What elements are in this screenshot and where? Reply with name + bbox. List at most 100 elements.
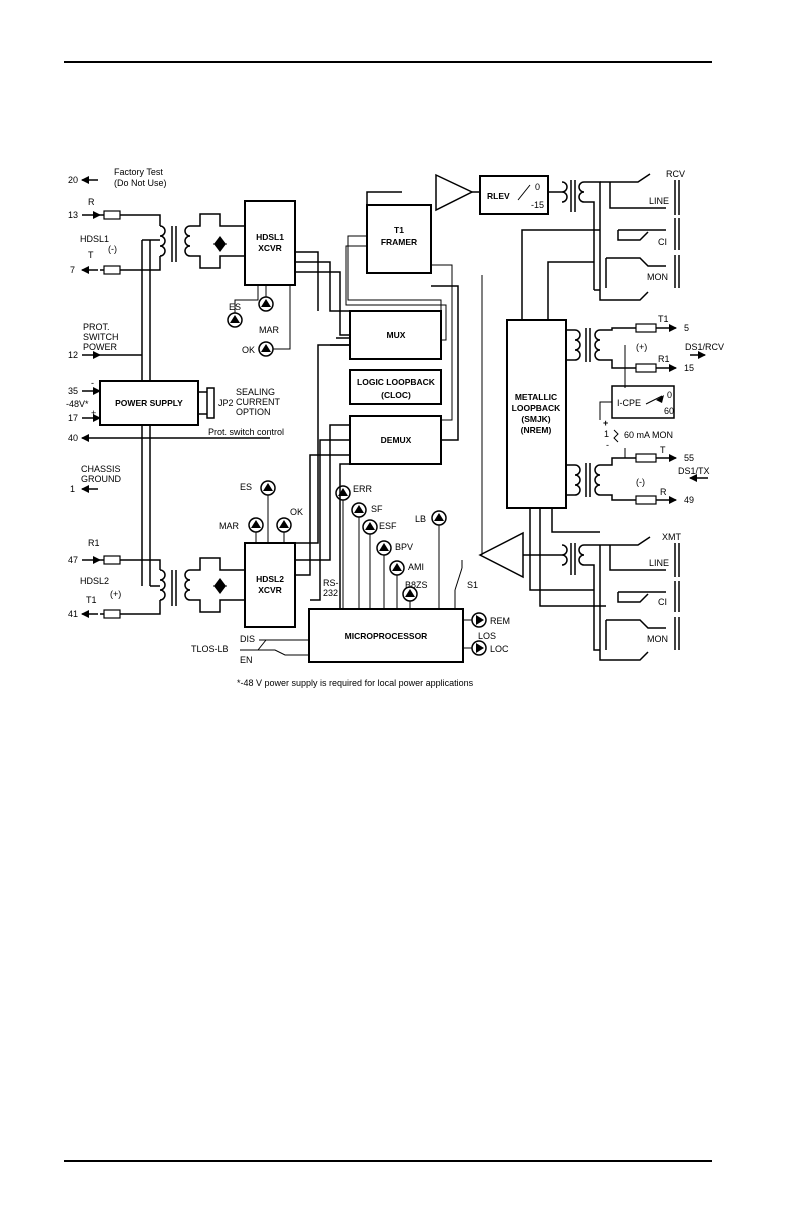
hdsl2-es-label: ES	[240, 482, 252, 492]
mon-plus: +	[603, 418, 608, 428]
pin-5: 5	[684, 323, 689, 333]
mux-block	[349, 310, 442, 360]
hdsl2-mar-label: MAR	[219, 521, 240, 531]
t1-framer-line1: T1	[394, 225, 404, 235]
ground-label: GROUND	[81, 474, 121, 484]
hdsl1-polarity: (-)	[108, 244, 117, 254]
pin-13: 13	[68, 210, 78, 220]
t1-framer-block	[366, 204, 432, 274]
pin-47: 47	[68, 555, 78, 565]
t1-label: T1	[86, 595, 97, 605]
factory-test-label: Factory Test	[114, 167, 163, 177]
pin-41: 41	[68, 609, 78, 619]
r-label: R	[88, 197, 95, 207]
prot-label: PROT.	[83, 322, 110, 332]
hdsl2-transformer	[159, 557, 245, 613]
t1-framer-line2: FRAMER	[381, 237, 417, 247]
s1-label: S1	[467, 580, 478, 590]
pin-12: 12	[68, 350, 78, 360]
ps-plus: +	[91, 408, 96, 418]
footer-rule	[64, 1160, 712, 1162]
hdsl1-xcvr-line1: HDSL1	[256, 232, 284, 242]
icpe-zero: 0	[667, 390, 672, 400]
logic-loopback-line2: (CLOC)	[381, 390, 411, 400]
hdsl1-mar-label: MAR	[259, 325, 280, 335]
hdsl2-ok-label: OK	[290, 507, 303, 517]
pin-55: 55	[684, 453, 694, 463]
pin-35: 35	[68, 386, 78, 396]
rem-label: REM	[490, 616, 510, 626]
rlev-minus15: -15	[531, 200, 544, 210]
ds1-rcv-polarity: (+)	[636, 342, 647, 352]
footnote: *-48 V power supply is required for loca…	[237, 678, 474, 688]
xmt-transformer	[561, 536, 666, 661]
hdsl1-transformer	[159, 213, 245, 269]
pin-1: 1	[70, 484, 75, 494]
s1-switch	[454, 560, 463, 609]
rlev-block	[479, 175, 549, 215]
loc-label: LOC	[490, 644, 509, 654]
prot-switch-control-label: Prot. switch control	[208, 427, 284, 437]
rcv-label: RCV	[666, 169, 685, 179]
do-not-use-label: (Do Not Use)	[114, 178, 167, 188]
demux-block	[349, 415, 442, 465]
tlos-lb-label: TLOS-LB	[191, 644, 229, 654]
hdsl1-es-label: ES	[229, 302, 241, 312]
logic-loopback-block	[349, 369, 442, 405]
metallic-connections	[521, 229, 606, 607]
chassis-label: CHASSIS	[81, 464, 121, 474]
pin-17: 17	[68, 413, 78, 423]
power-label: POWER	[83, 342, 118, 352]
rcv-transformer	[561, 173, 666, 301]
hdsl1-ok-label: OK	[242, 345, 255, 355]
hdsl2-polarity: (+)	[110, 589, 121, 599]
hdsl1-label: HDSL1	[80, 234, 109, 244]
tlos-lb-lines	[240, 639, 309, 656]
ami-label: AMI	[408, 562, 424, 572]
microprocessor-leds	[335, 485, 447, 609]
mon-minus: -	[606, 440, 609, 450]
icpe-sixty: 60	[664, 406, 674, 416]
bus-wiring	[295, 235, 459, 610]
rcv-ci-label: CI	[658, 237, 667, 247]
xmt-amplifier	[478, 531, 524, 579]
pin-20: 20	[68, 175, 78, 185]
hdsl2-label: HDSL2	[80, 576, 109, 586]
rcv-mon-label: MON	[647, 272, 668, 282]
xmt-jacks	[674, 543, 680, 650]
rlev-label: RLEV	[487, 191, 510, 201]
xmt-label: XMT	[662, 532, 682, 542]
logic-loopback-line1: LOGIC LOOPBACK	[357, 377, 436, 387]
ps-minus: -	[91, 378, 94, 388]
ds1-tx-polarity: (-)	[636, 477, 645, 487]
mux-label: MUX	[387, 330, 406, 340]
pin-49: 49	[684, 495, 694, 505]
ma60-mon-label: 60 mA MON	[624, 430, 673, 440]
ds1-tx-label: DS1/TX	[678, 466, 710, 476]
minus48v-label: -48V*	[66, 399, 89, 409]
switch-label: SWITCH	[83, 332, 119, 342]
esf-label: ESF	[379, 521, 397, 531]
hdsl2-xcvr-block	[244, 542, 296, 628]
option-label: OPTION	[236, 407, 271, 417]
icpe-label: I-CPE	[617, 398, 641, 408]
ds1-rcv-r1-label: R1	[658, 354, 670, 364]
rem-loc-leds	[463, 612, 487, 656]
rlev-zero: 0	[535, 182, 540, 192]
rcv-amplifier	[435, 173, 474, 212]
hdsl2-xcvr-line2: XCVR	[258, 585, 282, 595]
hdsl2-xcvr-line1: HDSL2	[256, 574, 284, 584]
hdsl1-xcvr-line2: XCVR	[258, 243, 282, 253]
en-label: EN	[240, 655, 253, 665]
ds1-rcv-transformer	[566, 323, 677, 388]
los-label: LOS	[478, 631, 496, 641]
xmt-mon-label: MON	[647, 634, 668, 644]
pin-7: 7	[70, 265, 75, 275]
ds1-rcv-t1-label: T1	[658, 314, 669, 324]
pin-40: 40	[68, 433, 78, 443]
err-label: ERR	[353, 484, 373, 494]
mon-one: 1	[604, 429, 609, 439]
sf-label: SF	[371, 504, 383, 514]
